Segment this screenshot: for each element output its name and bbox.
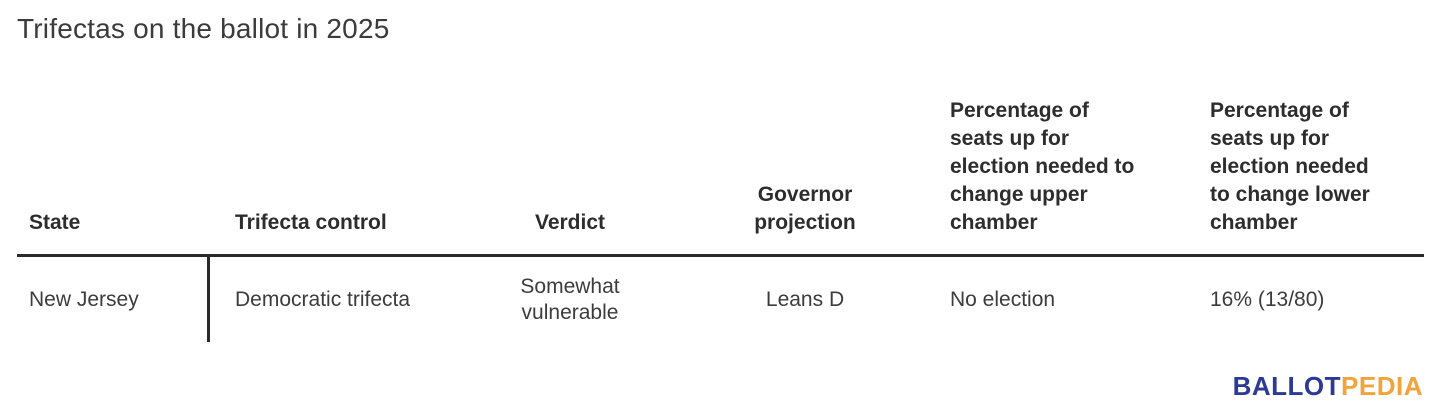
table-header-row: State Trifecta control Verdict Governor … — [17, 0, 1424, 257]
column-header-pct-upper-chamber: Percentage of seats up for election need… — [950, 99, 1135, 234]
ballotpedia-logo-ballot-text: BALLOT — [1232, 371, 1342, 401]
column-header-trifecta-control: Trifecta control — [235, 211, 387, 234]
cell-trifecta-control: Democratic trifecta — [207, 257, 470, 342]
cell-governor-projection: Leans D — [765, 287, 845, 311]
cell-pct-lower-chamber: 16% (13/80) — [1210, 287, 1325, 311]
cell-state: New Jersey — [29, 287, 139, 311]
cell-pct-upper-chamber: No election — [950, 287, 1056, 311]
ballotpedia-logo: BALLOTPEDIA — [1233, 371, 1423, 402]
page-title: Trifectas on the ballot in 2025 — [17, 13, 390, 44]
cell-verdict: Somewhat vulnerable — [520, 274, 620, 324]
column-header-verdict: Verdict — [534, 211, 606, 234]
column-header-governor-projection: Governor projection — [754, 183, 856, 234]
column-header-pct-lower-chamber: Percentage of seats up for election need… — [1210, 99, 1370, 234]
column-header-state: State — [29, 211, 81, 234]
table-row: New Jersey Democratic trifecta Somewhat … — [17, 257, 1424, 342]
ballotpedia-logo-pedia-text: PEDIA — [1341, 371, 1423, 401]
